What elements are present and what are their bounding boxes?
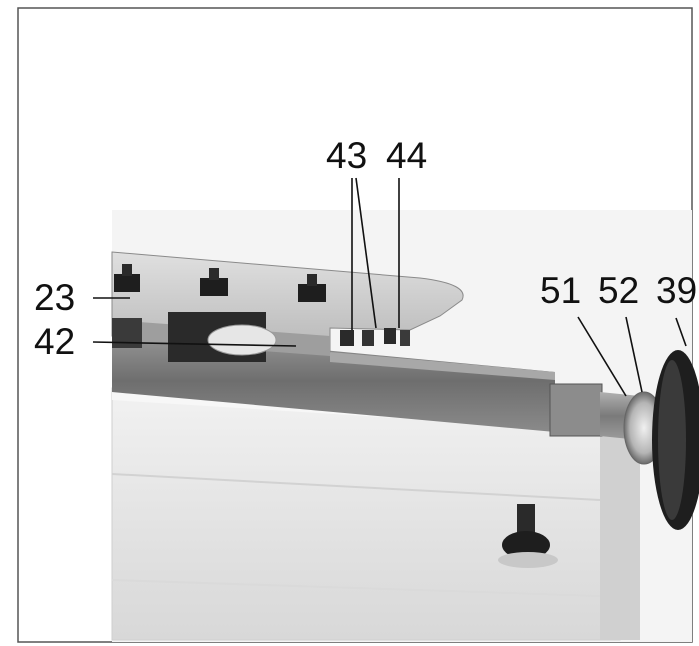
callout-39: 39: [656, 270, 697, 311]
leader-line-51: [577, 316, 627, 397]
adjusting-screw: [384, 328, 396, 344]
handwheel-rim: [658, 360, 686, 520]
leader-line-52: [625, 316, 643, 393]
table-clamp-stem: [307, 274, 317, 286]
callout-43: 43: [326, 135, 367, 176]
callout-52: 52: [598, 270, 639, 311]
table-clamp: [200, 278, 228, 296]
slide-end-block: [549, 383, 603, 437]
adjusting-screw: [362, 330, 374, 346]
locking-bolt: [207, 324, 277, 356]
leader-line-43b: [355, 177, 377, 329]
base-panel-line: [111, 473, 601, 501]
callout-23: 23: [34, 277, 75, 318]
table-clamp: [298, 284, 326, 302]
base-panel-line-lower: [111, 579, 601, 597]
leader-line-39: [675, 317, 687, 347]
callout-44: 44: [386, 135, 427, 176]
machine-base-side: [600, 430, 640, 640]
adjusting-screw: [340, 330, 354, 346]
leader-line-42: [92, 341, 297, 347]
table-clamp: [114, 274, 140, 292]
callout-42: 42: [34, 321, 75, 362]
base-knob: [502, 531, 550, 559]
callout-51: 51: [540, 270, 581, 311]
base-knob-shadow: [498, 552, 558, 568]
base-knob-stem: [517, 504, 535, 538]
table-clamp-stem: [122, 264, 132, 276]
table-clamp-stem: [209, 268, 219, 280]
leader-lines: [92, 177, 687, 397]
slide-rail-top: [330, 352, 555, 380]
adjusting-screw: [400, 330, 410, 346]
